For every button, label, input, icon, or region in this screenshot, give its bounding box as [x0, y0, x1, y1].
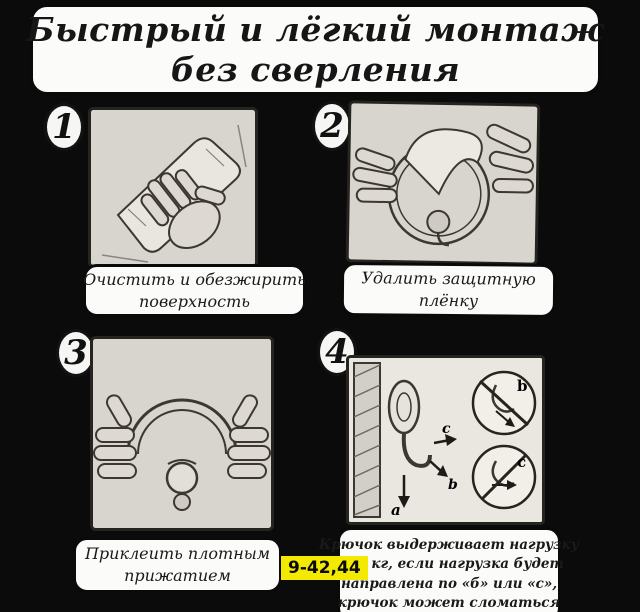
caption-line: Крючок выдерживает нагрузку [319, 537, 579, 554]
title-box: Быстрый и лёгкий монтаж без сверления [26, 3, 605, 96]
peel-film-icon [345, 100, 541, 266]
step-2-number: 2 [312, 101, 352, 151]
left-hand-icon [93, 394, 137, 479]
arrow-b-label: b [448, 477, 458, 493]
wall-hatching [353, 364, 381, 516]
page-title-line-2: без сверления [170, 49, 461, 89]
arrow-a-label: a [391, 501, 401, 519]
arrow-b-diagonal: b [429, 460, 458, 493]
caption-line: Очистить и обезжирить [83, 269, 306, 289]
caption-line: прижатием [124, 566, 231, 585]
arrow-a-down: a [391, 475, 410, 519]
step-2-illustration [345, 100, 541, 266]
caption-line: поверхность [139, 291, 250, 311]
caption-line: до 3 кг, если нагрузка будет [334, 556, 564, 573]
caption-line: Удалить защитную [361, 268, 536, 290]
step-1-illustration [88, 107, 258, 268]
step-3-illustration [90, 336, 274, 531]
arrow-c-label: c [442, 421, 451, 437]
highlighted-code: 9-42,44 [281, 556, 368, 581]
step-4-illustration: a c b b [346, 355, 545, 525]
caption-line: плёнку [418, 290, 479, 311]
wipe-surface-icon [88, 107, 258, 268]
hook-icon [387, 379, 432, 468]
crossed-out-c-diagram: c [471, 444, 537, 510]
right-hand-icon [486, 123, 534, 194]
step-3-caption: Приклеить плотным прижатием [73, 537, 282, 593]
caption-line: крючок может сломаться [337, 594, 561, 611]
hand-icon [140, 169, 226, 250]
step-4-caption: Крючок выдерживает нагрузку до 3 кг, есл… [319, 527, 579, 612]
step-2-caption: Удалить защитную плёнку [340, 262, 557, 318]
page-title-line-1: Быстрый и лёгкий монтаж [26, 9, 605, 49]
load-direction-diagram: a c b b [346, 355, 545, 525]
step-1-number: 1 [44, 103, 84, 151]
crossed-b-label: b [517, 377, 528, 395]
crossed-out-b-diagram: b [471, 370, 537, 436]
film-flap-icon [404, 128, 483, 196]
press-hook-icon [90, 336, 274, 531]
right-hand-icon [227, 394, 271, 479]
left-hand-icon [352, 147, 398, 204]
arrow-c-right: c [433, 421, 457, 446]
caption-line: направлена по «б» или «с», [340, 575, 558, 592]
step-1-caption: Очистить и обезжирить поверхность [83, 264, 306, 317]
crossed-c-label: c [517, 453, 526, 471]
caption-line: Приклеить плотным [84, 544, 271, 564]
step-3-number: 3 [56, 329, 96, 377]
